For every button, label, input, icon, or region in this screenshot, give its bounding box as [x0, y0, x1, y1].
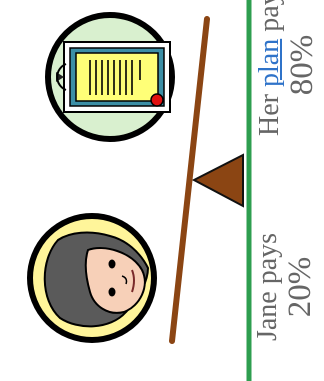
insurance-plan-icon: [45, 12, 175, 142]
plan-pays-text: Her plan pays: [254, 0, 285, 136]
plan-link[interactable]: plan: [254, 38, 285, 88]
jane-pays-label: Jane pays 20%: [252, 222, 320, 352]
jane-pays-text: Jane pays: [252, 232, 283, 342]
plan-percent: 80%: [284, 34, 320, 96]
plan-pays-label: Her plan pays 80%: [254, 0, 322, 136]
balance-beam: [169, 16, 210, 344]
plan-suffix: pays: [254, 0, 285, 32]
jane-avatar: [27, 213, 157, 343]
fulcrum-icon: [191, 153, 244, 208]
seal-icon: [150, 93, 164, 107]
jane-percent: 20%: [282, 256, 318, 318]
plan-prefix: Her: [254, 94, 285, 136]
